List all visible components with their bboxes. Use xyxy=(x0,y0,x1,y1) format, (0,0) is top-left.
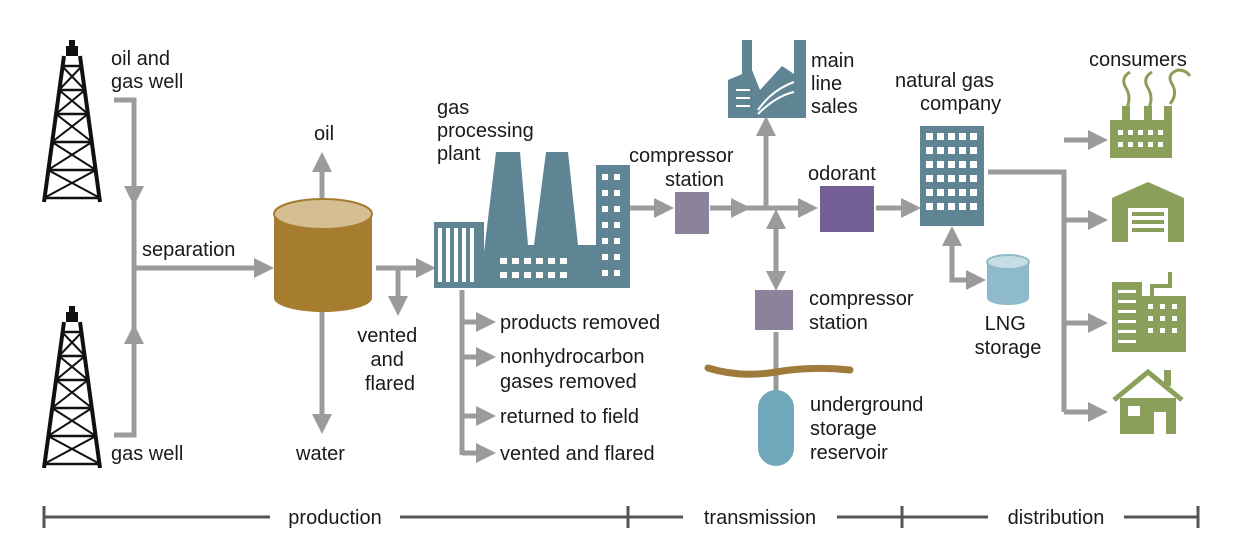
cylinder-tank-icon xyxy=(273,198,373,312)
office-building-icon xyxy=(920,126,984,226)
label-gas-well: gas well xyxy=(111,443,183,465)
label-nonhydrocarbon-gases: nonhydrocarbon gases removed xyxy=(500,346,650,393)
label-water: water xyxy=(295,443,345,465)
stage-timeline xyxy=(42,506,1200,528)
cylinder-tank-icon xyxy=(986,254,1030,305)
stage-label-transmission: transmission xyxy=(704,507,816,529)
label-main-line-sales: main line sales xyxy=(811,50,860,118)
line-top-well xyxy=(114,97,144,206)
odorant-box xyxy=(820,186,874,232)
house-icon xyxy=(1112,368,1184,434)
label-oil: oil xyxy=(314,123,334,145)
label-oil-gas-well: oil and gas well xyxy=(111,48,183,93)
commercial-building-icon xyxy=(1112,272,1186,352)
line-lng-link xyxy=(942,226,986,290)
compressor-station-box xyxy=(755,290,793,330)
factory-icon xyxy=(728,40,806,118)
industrial-factory-icon xyxy=(1110,68,1192,158)
label-odorant: odorant xyxy=(808,163,876,185)
label-natural-gas-company: natural gas company xyxy=(895,70,1001,115)
warehouse-icon xyxy=(1112,182,1184,242)
label-products-removed: products removed xyxy=(500,312,660,334)
label-gas-processing-plant: gas processing plant xyxy=(437,97,539,165)
capsule-tank-icon xyxy=(758,390,794,466)
connectors xyxy=(114,97,1108,463)
label-underground-storage: underground storage reservoir xyxy=(810,394,929,464)
line-company-trunk xyxy=(988,169,1067,412)
label-returned-to-field: returned to field xyxy=(500,406,639,428)
line-bottom-well xyxy=(114,324,144,438)
label-lng-storage: LNG storage xyxy=(975,313,1042,359)
label-compressor-station-1: compressor station xyxy=(629,145,739,191)
label-vented-flared-left: vented and flared xyxy=(357,325,423,395)
stage-label-distribution: distribution xyxy=(1008,507,1105,529)
compressor-station-box xyxy=(675,192,709,234)
oil-derrick-icon xyxy=(42,38,102,204)
stage-label-production: production xyxy=(288,507,381,529)
label-vented-and-flared: vented and flared xyxy=(500,443,655,465)
processing-plant-icon xyxy=(434,152,630,288)
label-consumers: consumers xyxy=(1089,49,1187,71)
label-separation: separation xyxy=(142,239,235,261)
label-compressor-station-2: compressor station xyxy=(809,288,919,334)
oil-derrick-icon xyxy=(42,304,102,470)
ground-layer xyxy=(704,364,854,378)
